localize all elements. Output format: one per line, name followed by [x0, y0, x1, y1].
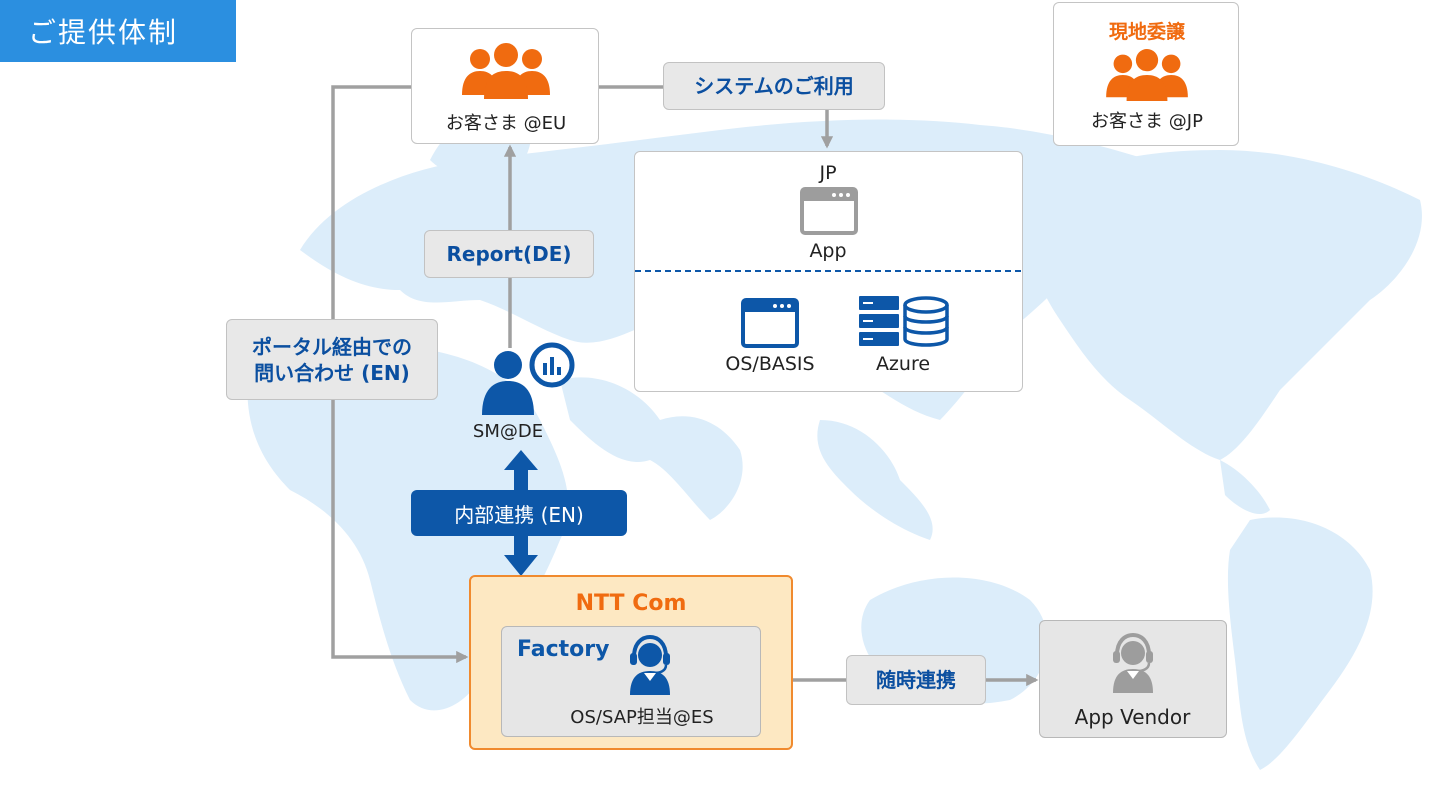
customer-eu-label: お客さま @EU: [445, 113, 567, 134]
os-window-icon: [741, 298, 799, 348]
azure-label: Azure: [875, 353, 931, 375]
customer-jp-card: 現地委譲 お客さま @JP: [1053, 2, 1239, 146]
portal-inquiry-pill: ポータル経由での 問い合わせ (EN): [226, 319, 438, 400]
page-title: ご提供体制: [0, 0, 236, 62]
sm-label: SM@DE: [472, 421, 544, 442]
ntt-com-box: NTT Com Factory OS/SAP担当@ES: [469, 575, 793, 750]
layer-divider: [635, 270, 1021, 272]
local-delegation-heading: 現地委譲: [1108, 21, 1185, 43]
group-icon: [462, 43, 550, 99]
os-basis-label: OS/BASIS: [725, 353, 815, 375]
app-vendor-card: App Vendor: [1039, 620, 1227, 738]
portal-inquiry-line2: 問い合わせ (EN): [254, 360, 410, 385]
factory-label: OS/SAP担当@ES: [570, 707, 714, 728]
report-pill: Report(DE): [424, 230, 594, 278]
manager-chart-icon: [482, 342, 575, 415]
portal-inquiry-line1: ポータル経由での: [252, 334, 412, 359]
group-icon: [1106, 49, 1188, 101]
app-label: App: [809, 240, 847, 262]
ad-hoc-cooperation-pill: 随時連携: [846, 655, 986, 705]
app-vendor-label: App Vendor: [1074, 705, 1191, 729]
headset-agent-icon: [1113, 632, 1153, 693]
customer-jp-label: お客さま @JP: [1091, 111, 1203, 132]
ntt-com-title: NTT Com: [575, 591, 687, 616]
factory-box: Factory OS/SAP担当@ES: [501, 626, 761, 737]
jp-region-label: JP: [819, 162, 837, 184]
customer-eu-card: お客さま @EU: [411, 28, 599, 144]
headset-agent-icon: [630, 634, 670, 695]
jp-system-box: JP App OS/BASIS Azure: [634, 151, 1023, 392]
factory-title: Factory: [517, 637, 610, 662]
app-window-icon: [800, 187, 858, 235]
server-database-icon: [859, 296, 949, 347]
internal-cooperation-pill: 内部連携 (EN): [411, 490, 627, 536]
system-use-pill: システムのご利用: [663, 62, 885, 110]
